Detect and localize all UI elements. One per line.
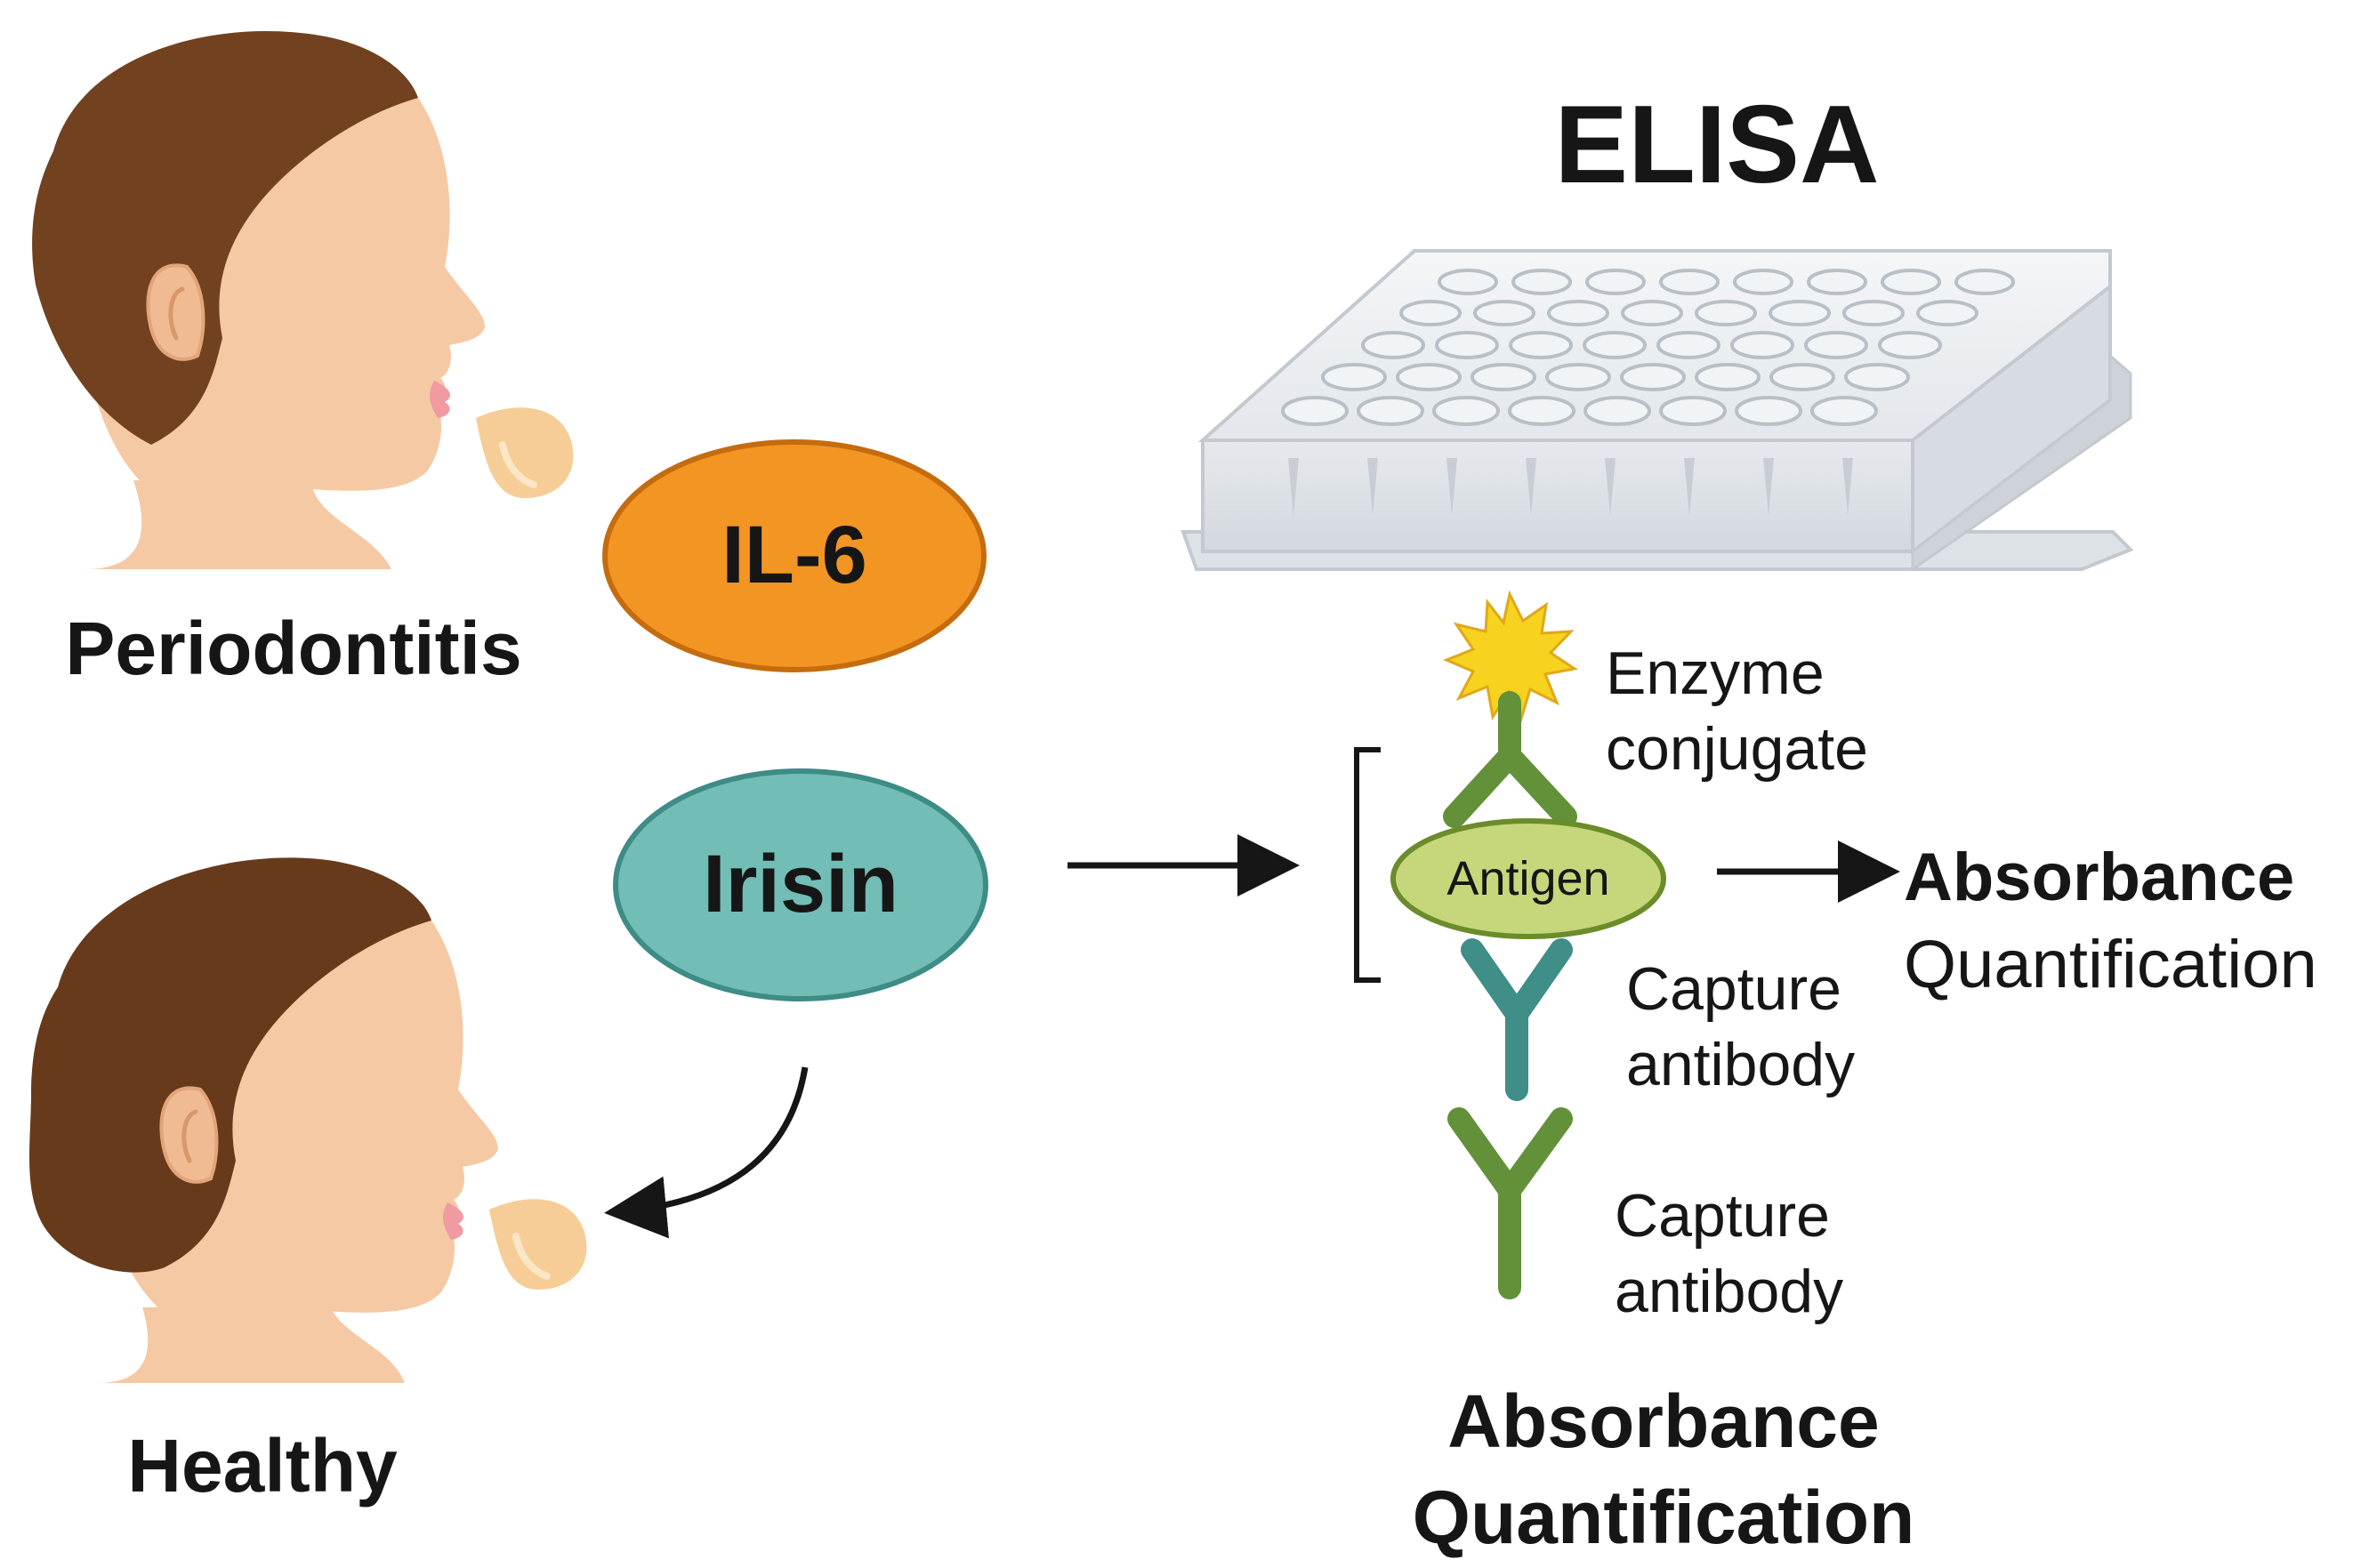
arrow-icon-irisin-to-healthy xyxy=(604,1066,809,1239)
enzyme-label-line1: Enzyme xyxy=(1606,639,1825,707)
marker-il6-label: IL-6 xyxy=(721,510,867,600)
capture-antibody-2-label-line2: antibody xyxy=(1615,1258,1843,1325)
enzyme-label-line2: conjugate xyxy=(1606,715,1868,783)
antigen: Antigen xyxy=(1390,818,1666,939)
group-label-periodontitis: Periodontitis xyxy=(65,607,521,690)
head-profile-icon-periodontitis xyxy=(32,31,485,569)
antibody-icon-capture-1 xyxy=(1461,938,1573,1101)
group-label-healthy: Healthy xyxy=(127,1424,398,1508)
microplate-icon xyxy=(1180,249,2134,572)
marker-il6: IL-6 xyxy=(602,439,987,672)
readout-right-line1: Absorbance xyxy=(1904,840,2294,915)
head-profile-icon-healthy xyxy=(29,857,498,1383)
antibody-icon-capture-2 xyxy=(1447,1107,1573,1299)
capture-antibody-1-label-line2: antibody xyxy=(1626,1031,1855,1098)
capture-antibody-2-label-line1: Capture xyxy=(1615,1182,1830,1250)
saliva-droplet-icon-healthy xyxy=(489,1199,587,1290)
capture-antibody-1-label-line1: Capture xyxy=(1626,955,1841,1023)
antigen-label: Antigen xyxy=(1446,852,1609,905)
readout-bottom-line1: Absorbance xyxy=(1447,1379,1879,1463)
assay-bracket xyxy=(1354,747,1381,983)
antibody-icon-detection xyxy=(1443,691,1577,828)
saliva-droplet-icon-periodontitis xyxy=(476,407,574,498)
readout-bottom-line2: Quantification xyxy=(1413,1476,1915,1559)
title: ELISA xyxy=(1554,84,1879,206)
marker-irisin: Irisin xyxy=(613,768,988,1001)
marker-irisin-label: Irisin xyxy=(703,839,898,929)
readout-right-line2: Quantification xyxy=(1904,927,2317,1002)
